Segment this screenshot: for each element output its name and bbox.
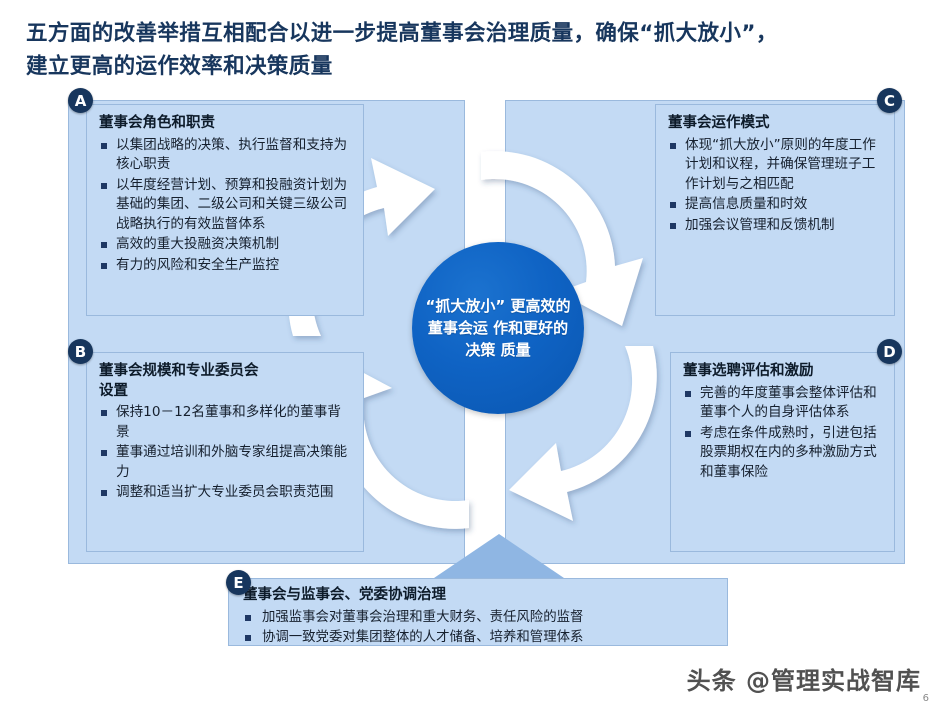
list-item: 董事通过培训和外脑专家组提高决策能力 xyxy=(99,443,353,482)
list-item: 高效的重大投融资决策机制 xyxy=(99,235,353,255)
badge-d: D xyxy=(877,339,902,364)
list-item: 体现“抓大放小”原则的年度工作计划和议程，并确保管理班子工作计划与之相匹配 xyxy=(668,136,884,195)
badge-b: B xyxy=(68,339,93,364)
badge-e: E xyxy=(226,570,251,595)
list-item: 加强会议管理和反馈机制 xyxy=(668,216,884,236)
section-c-box: 董事会运作模式 体现“抓大放小”原则的年度工作计划和议程，并确保管理班子工作计划… xyxy=(655,104,895,316)
page-title-line-1: 五方面的改善举措互相配合以进一步提高董事会治理质量，确保“抓大放小”， xyxy=(26,21,778,46)
list-item: 调整和适当扩大专业委员会职责范围 xyxy=(99,483,353,503)
list-item: 加强监事会对董事会治理和重大财务、责任风险的监督 xyxy=(243,608,717,627)
section-d-bullets: 完善的年度董事会整体评估和董事个人的自身评估体系 考虑在条件成熟时，引进包括股票… xyxy=(683,384,884,483)
center-circle: “抓大放小” 更高效的董事会运 作和更好的决策 质量 xyxy=(412,242,584,414)
section-e-bullets: 加强监事会对董事会治理和重大财务、责任风险的监督 协调一致党委对集团整体的人才储… xyxy=(243,608,717,648)
section-a-heading: 董事会角色和职责 xyxy=(99,115,215,131)
section-b-bullets: 保持10－12名董事和多样化的董事背景 董事通过培训和外脑专家组提高决策能力 调… xyxy=(99,403,353,503)
page-title: 五方面的改善举措互相配合以进一步提高董事会治理质量，确保“抓大放小”， 建立更高… xyxy=(26,18,916,83)
section-b-box: 董事会规模和专业委员会 设置 保持10－12名董事和多样化的董事背景 董事通过培… xyxy=(86,352,364,552)
section-e-heading: 董事会与监事会、党委协调治理 xyxy=(243,587,446,603)
up-arrow-icon xyxy=(434,534,564,584)
watermark: 头条 @管理实战智库 xyxy=(686,667,921,695)
list-item: 以集团战略的决策、执行监督和支持为核心职责 xyxy=(99,136,353,175)
section-d-heading: 董事选聘评估和激励 xyxy=(683,363,814,379)
page-title-line-2: 建立更高的运作效率和决策质量 xyxy=(26,53,333,79)
badge-a: A xyxy=(68,88,93,113)
section-a-box: 董事会角色和职责 以集团战略的决策、执行监督和支持为核心职责 以年度经营计划、预… xyxy=(86,104,364,316)
section-c-heading: 董事会运作模式 xyxy=(668,115,770,131)
section-e-box: 董事会与监事会、党委协调治理 加强监事会对董事会治理和重大财务、责任风险的监督 … xyxy=(228,578,728,646)
list-item: 以年度经营计划、预算和投融资计划为基础的集团、二级公司和关键三级公司战略执行的有… xyxy=(99,176,353,235)
section-d-box: 董事选聘评估和激励 完善的年度董事会整体评估和董事个人的自身评估体系 考虑在条件… xyxy=(670,352,895,552)
page-number: 6 xyxy=(922,693,929,704)
list-item: 提高信息质量和时效 xyxy=(668,195,884,215)
section-c-bullets: 体现“抓大放小”原则的年度工作计划和议程，并确保管理班子工作计划与之相匹配 提高… xyxy=(668,136,884,236)
section-b-heading: 董事会规模和专业委员会 设置 xyxy=(99,363,259,399)
list-item: 完善的年度董事会整体评估和董事个人的自身评估体系 xyxy=(683,384,884,423)
section-a-bullets: 以集团战略的决策、执行监督和支持为核心职责 以年度经营计划、预算和投融资计划为基… xyxy=(99,136,353,276)
badge-c: C xyxy=(877,88,902,113)
list-item: 协调一致党委对集团整体的人才储备、培养和管理体系 xyxy=(243,628,717,647)
list-item: 有力的风险和安全生产监控 xyxy=(99,256,353,276)
list-item: 考虑在条件成熟时，引进包括股票期权在内的多种激励方式和董事保险 xyxy=(683,424,884,483)
center-circle-text: “抓大放小” 更高效的董事会运 作和更好的决策 质量 xyxy=(425,296,571,360)
list-item: 保持10－12名董事和多样化的董事背景 xyxy=(99,403,353,442)
